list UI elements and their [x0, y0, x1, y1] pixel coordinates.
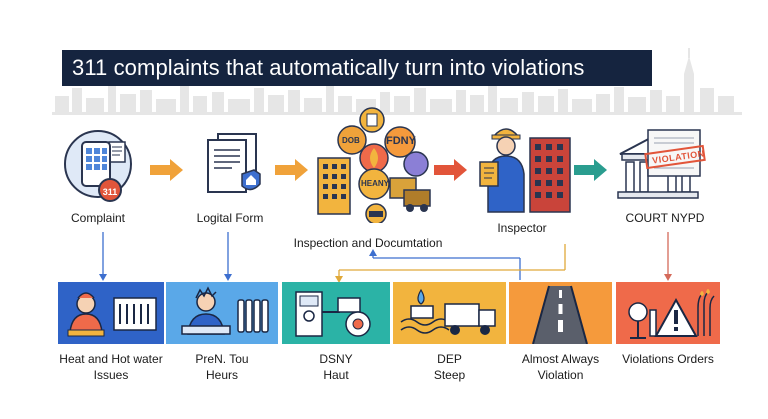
step-label-inspection: Inspection and Documtation	[293, 236, 443, 250]
road-icon	[532, 285, 588, 344]
step-label-form: Logital Form	[196, 211, 264, 225]
page-title: 311 complaints that automatically turn i…	[62, 50, 652, 86]
step-label-complaint: Complaint	[70, 211, 126, 225]
step-label-inspector: Inspector	[497, 221, 547, 235]
badge-fdny: FDNY	[386, 135, 416, 147]
garbage-truck-water-icon	[400, 288, 496, 335]
category-label-dep: DEP Steep	[433, 352, 466, 382]
connector-lines	[99, 232, 672, 283]
warning-fire-icon	[628, 289, 715, 339]
inspector-icon	[479, 128, 571, 213]
category-tile-hours	[166, 282, 278, 344]
badge-311: 311	[98, 178, 122, 202]
cold-person-radiator-icon	[67, 292, 157, 337]
arrow-right-icon	[574, 159, 607, 181]
step-label-court: COURT NYPD	[625, 211, 705, 225]
category-label-heat: Heat and Hot water Issues	[59, 352, 163, 382]
sanitation-meter-icon	[295, 291, 371, 337]
category-tile-violation	[509, 282, 612, 344]
category-label-dsny: DSNY Haut	[319, 352, 353, 382]
courthouse-icon	[617, 129, 706, 199]
category-tile-dsny	[282, 282, 390, 344]
category-tile-orders	[616, 282, 720, 344]
stressed-person-radiator-icon	[181, 286, 269, 335]
arrow-right-icon	[150, 159, 183, 181]
category-label-hours: PreN. Tou Heurs	[195, 352, 249, 382]
category-label-violation: Almost Always Violation	[521, 352, 600, 382]
form-document-icon	[207, 133, 261, 193]
badge-heany: HEANY	[361, 179, 390, 188]
arrow-right-icon	[434, 159, 467, 181]
category-tile-heat	[58, 282, 164, 344]
badge-dob: DOB	[342, 136, 360, 145]
city-skyline-icon	[52, 48, 742, 115]
agency-buildings-icon	[317, 107, 431, 223]
arrow-right-icon	[275, 159, 308, 181]
category-tile-dep	[393, 282, 506, 344]
category-label-orders: Violations Orders	[622, 352, 714, 366]
